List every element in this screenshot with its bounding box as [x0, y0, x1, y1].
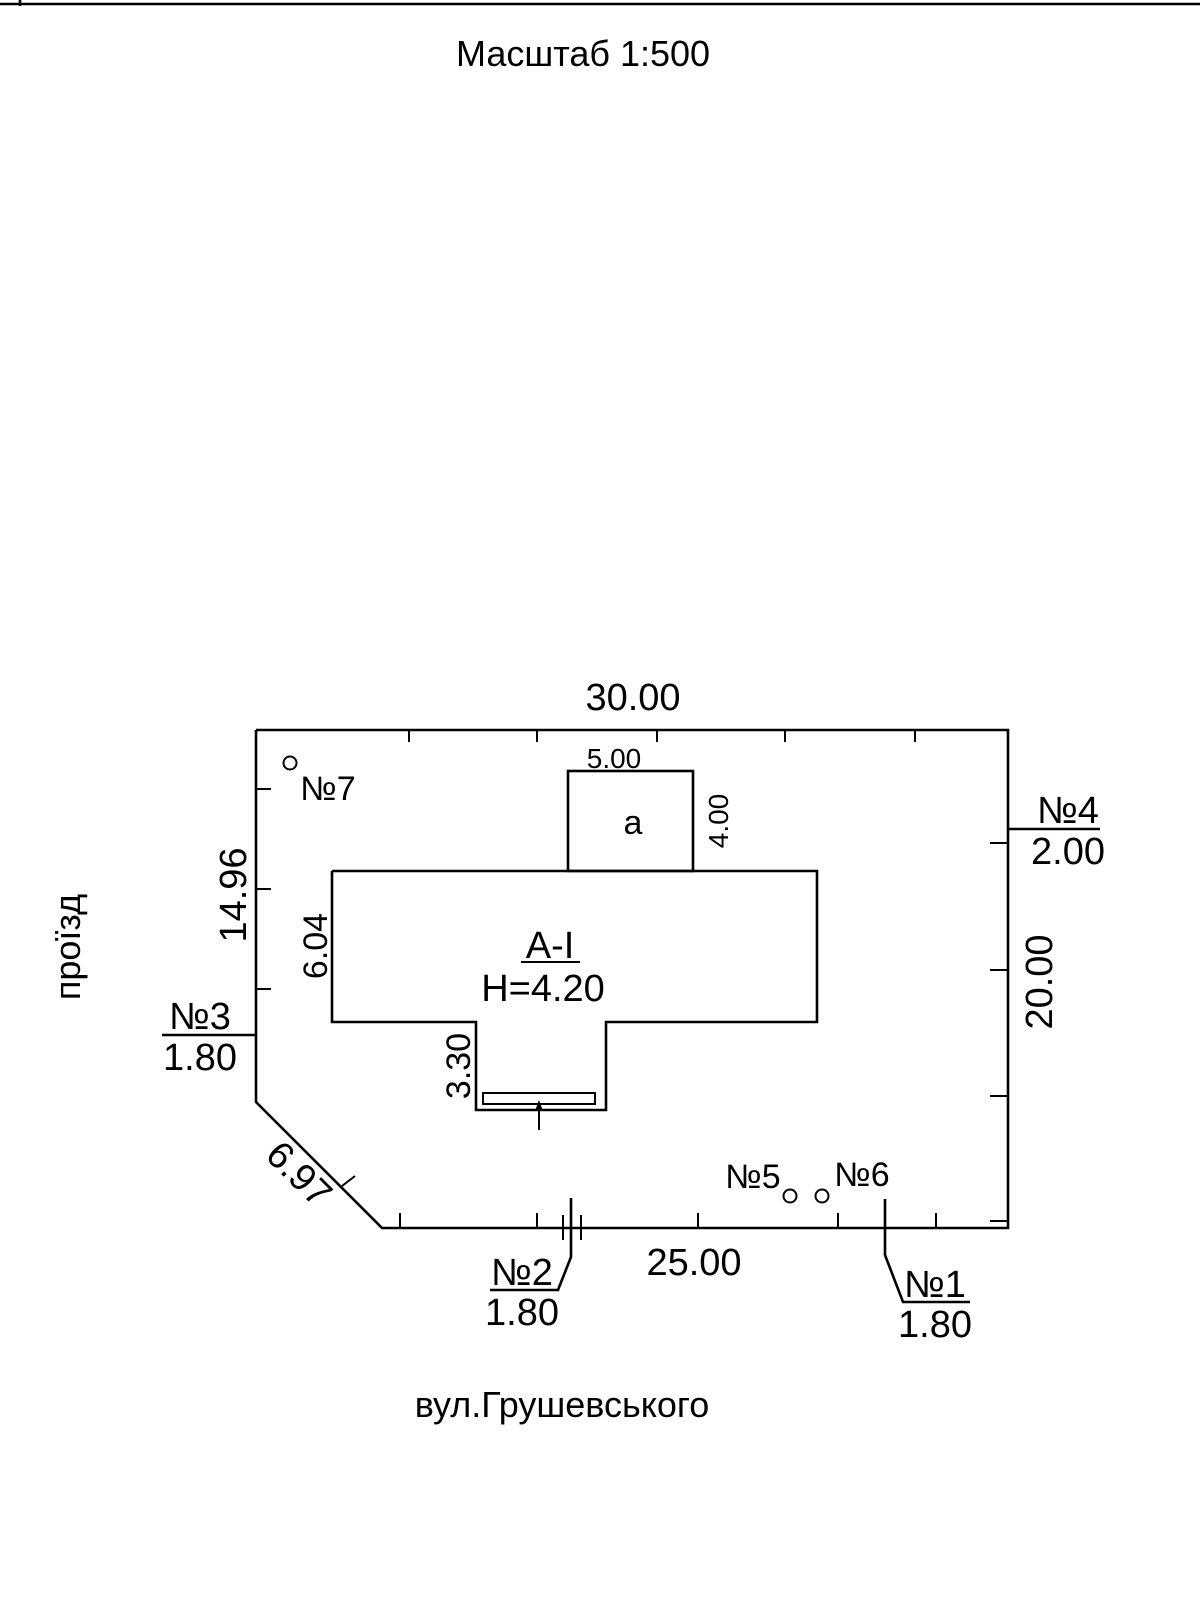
marker-2-value: 1.80	[485, 1292, 559, 1334]
marker-5-label: №5	[725, 1158, 780, 1196]
marker-1-value: 1.80	[898, 1304, 972, 1346]
side-road-label: проїзд	[47, 894, 88, 1000]
marker-1-label: №1	[904, 1264, 966, 1306]
building-height: Н=4.20	[481, 968, 605, 1010]
marker-7-point	[282, 755, 298, 771]
porch-arrow-head	[535, 1100, 543, 1111]
marker-3-value: 1.80	[163, 1037, 237, 1079]
annex-depth-label: 4.00	[703, 794, 734, 849]
marker-6-point	[814, 1188, 830, 1204]
plot-bottom-length: 25.00	[646, 1242, 741, 1284]
marker-3-label: №3	[169, 996, 231, 1038]
marker-1-leader	[883, 1199, 970, 1304]
porch-depth-label: 3.30	[440, 1033, 478, 1099]
building-outline	[330, 869, 819, 1112]
scale-label: Масштаб 1:500	[456, 33, 710, 74]
annex-name: а	[624, 804, 643, 842]
annex-width-label: 5.00	[587, 743, 642, 774]
marker-2-leader	[490, 1198, 573, 1292]
plot-boundary-ticks	[256, 730, 1008, 1228]
building-name: А-І	[526, 925, 575, 967]
street-label: вул.Грушевського	[415, 1384, 710, 1425]
plot-boundary	[254, 728, 1010, 1230]
plot-left-length: 14.96	[213, 847, 255, 942]
plot-right-length: 20.00	[1019, 934, 1061, 1029]
marker-4-value: 2.00	[1031, 831, 1105, 873]
building-depth-label: 6.04	[297, 913, 335, 979]
marker-7-label: №7	[300, 770, 355, 808]
plot-corner-length: 6.97	[257, 1134, 339, 1216]
marker-6-label: №6	[834, 1156, 889, 1194]
marker-4-label: №4	[1037, 790, 1099, 832]
marker-5-point	[782, 1188, 798, 1204]
marker-2-label: №2	[491, 1252, 553, 1294]
plot-top-length: 30.00	[585, 677, 680, 719]
